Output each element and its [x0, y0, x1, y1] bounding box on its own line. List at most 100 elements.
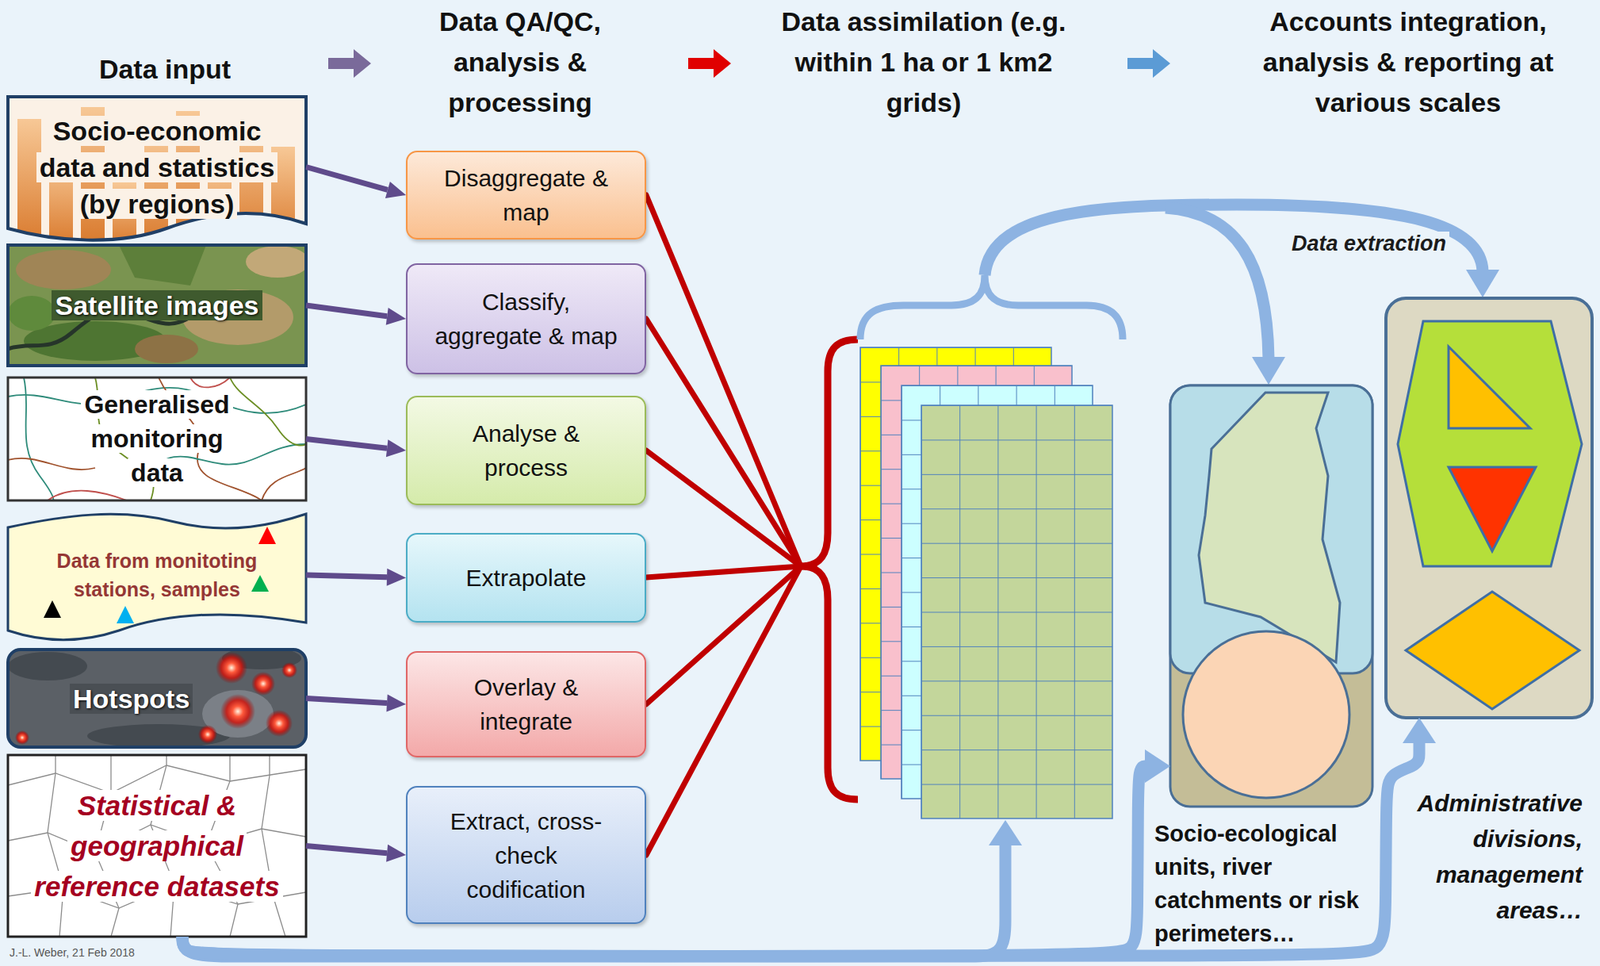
admin-hexagon: [1397, 321, 1582, 567]
map-frame: [7, 377, 307, 501]
node-text: Statistical & geographical reference dat…: [30, 789, 283, 902]
arrowhead: [988, 819, 1023, 846]
land-patch: [118, 244, 207, 286]
text-block: Statistical & geographical reference dat…: [22, 784, 292, 907]
hotspot: [15, 730, 30, 745]
image-frame: [7, 244, 307, 366]
boundary-line: [47, 754, 64, 937]
catchment-shape: [1198, 392, 1340, 663]
text-block: Socio-ecological units, river catchments…: [1151, 816, 1390, 950]
hotspot: [251, 671, 276, 696]
text-block: Extrapolate: [429, 560, 623, 595]
process-box: Classify, aggregate & map: [405, 263, 647, 375]
text-block: Disaggregate & map: [429, 160, 623, 230]
input-image-box: Satellite images: [7, 244, 307, 366]
flow-arrow: [306, 305, 406, 326]
process-box: Overlay & integrate: [405, 650, 647, 758]
flow-arrow: [306, 439, 406, 458]
node-text: Disaggregate & map: [440, 164, 612, 226]
admin-triangle: [1448, 466, 1536, 552]
input-map-box: Statistical & geographical reference dat…: [7, 754, 307, 937]
merge-lines: [646, 195, 801, 855]
bar-chart: [17, 107, 295, 246]
flow-arrow: [306, 167, 406, 200]
arrowhead: [386, 694, 406, 712]
merge-line: [646, 450, 801, 567]
text-block: Extract, cross-check codification: [429, 803, 623, 907]
scroll-outline: [7, 513, 307, 640]
grid-cells: [921, 405, 1113, 819]
extraction-arrow: [1165, 207, 1269, 359]
node-text: Data from monitoting stations, samples: [53, 549, 261, 601]
label-block: Data QA/QC, analysis & processing: [389, 1, 651, 123]
node-text: Hotspots: [69, 683, 193, 714]
arrowhead: [386, 844, 406, 862]
admin-diamond: [1405, 591, 1580, 709]
hotspot: [215, 651, 248, 684]
label-block: Data input: [47, 49, 283, 90]
arrow-line: [182, 742, 1420, 957]
node-text: Extrapolate: [463, 564, 590, 591]
admin-box-outline: [1385, 298, 1593, 718]
grid-frame: [921, 405, 1113, 819]
column-heading: Data input: [95, 53, 234, 85]
input-image-box: Hotspots: [7, 649, 307, 747]
merge-line: [646, 566, 801, 855]
bar: [17, 118, 42, 246]
arrow-line: [306, 698, 387, 704]
shade: [87, 723, 230, 747]
station-symbol: [116, 605, 134, 624]
text-block: Hotspots: [69, 681, 229, 716]
text-block: Administrative divisions, management are…: [1387, 784, 1586, 928]
socio-economic-picture: [7, 96, 307, 246]
blue-brace: [860, 275, 1123, 340]
merge-line: [646, 195, 801, 567]
arrowhead: [386, 307, 406, 326]
arrowhead: [386, 568, 406, 586]
arrowhead: [1466, 269, 1500, 298]
grid-stack: [860, 347, 1113, 819]
input-document-box: Socio-economic data and statistics (by r…: [7, 96, 307, 238]
catchment-region: [1170, 385, 1373, 674]
text-block: Data from monitoting stations, samples: [42, 546, 272, 604]
node-text: Generalised monitoring data: [80, 390, 233, 487]
node-text: Overlay & integrate: [470, 673, 582, 735]
hotspot: [220, 693, 256, 729]
map-ground: [7, 754, 307, 937]
label-block: Data extraction: [1288, 229, 1459, 258]
flow-arrow: [182, 749, 1171, 957]
column-heading: Accounts integration, analysis & reporti…: [1259, 6, 1558, 118]
header-arrow: [328, 49, 372, 78]
process-box: Extract, cross-check codification: [405, 785, 647, 924]
map-line: [261, 467, 307, 501]
flow-arrow: [306, 694, 406, 712]
header-arrow: [688, 49, 732, 78]
label-block: Accounts integration, analysis & reporti…: [1241, 1, 1575, 123]
process-box: Disaggregate & map: [405, 150, 647, 240]
node-text: Administrative divisions, management are…: [1414, 789, 1586, 923]
arrowhead: [385, 181, 406, 199]
arrow-label: Data extraction: [1288, 231, 1450, 256]
node-text: Analyse & process: [469, 420, 583, 481]
arrow-line: [306, 845, 387, 854]
map-line: [190, 377, 230, 387]
text-block: Overlay & integrate: [429, 669, 623, 739]
text-block: Analyse & process: [429, 416, 623, 485]
arrow-line: [306, 305, 387, 317]
station-symbol: [43, 600, 62, 618]
document-outline: [7, 96, 307, 241]
input-scroll-box: Data from monitoting stations, samples: [7, 515, 307, 635]
node-text: Extract, cross-check codification: [447, 807, 606, 903]
node-text: Socio-economic data and statistics (by r…: [36, 115, 279, 219]
risk-perimeter: [1182, 631, 1350, 798]
land-patch: [134, 334, 199, 364]
node-text: Satellite images: [51, 290, 262, 321]
flow-arrow: [306, 568, 406, 586]
map-line: [23, 377, 56, 501]
text-block: Generalised monitoring data: [77, 387, 237, 490]
unit-box-outline: [1170, 385, 1373, 807]
column-heading: Data QA/QC, analysis & processing: [436, 6, 605, 118]
satellite-picture: [7, 244, 310, 366]
hotspot: [265, 709, 293, 737]
administrative-division-box: Administrative divisions, management are…: [1385, 298, 1593, 718]
